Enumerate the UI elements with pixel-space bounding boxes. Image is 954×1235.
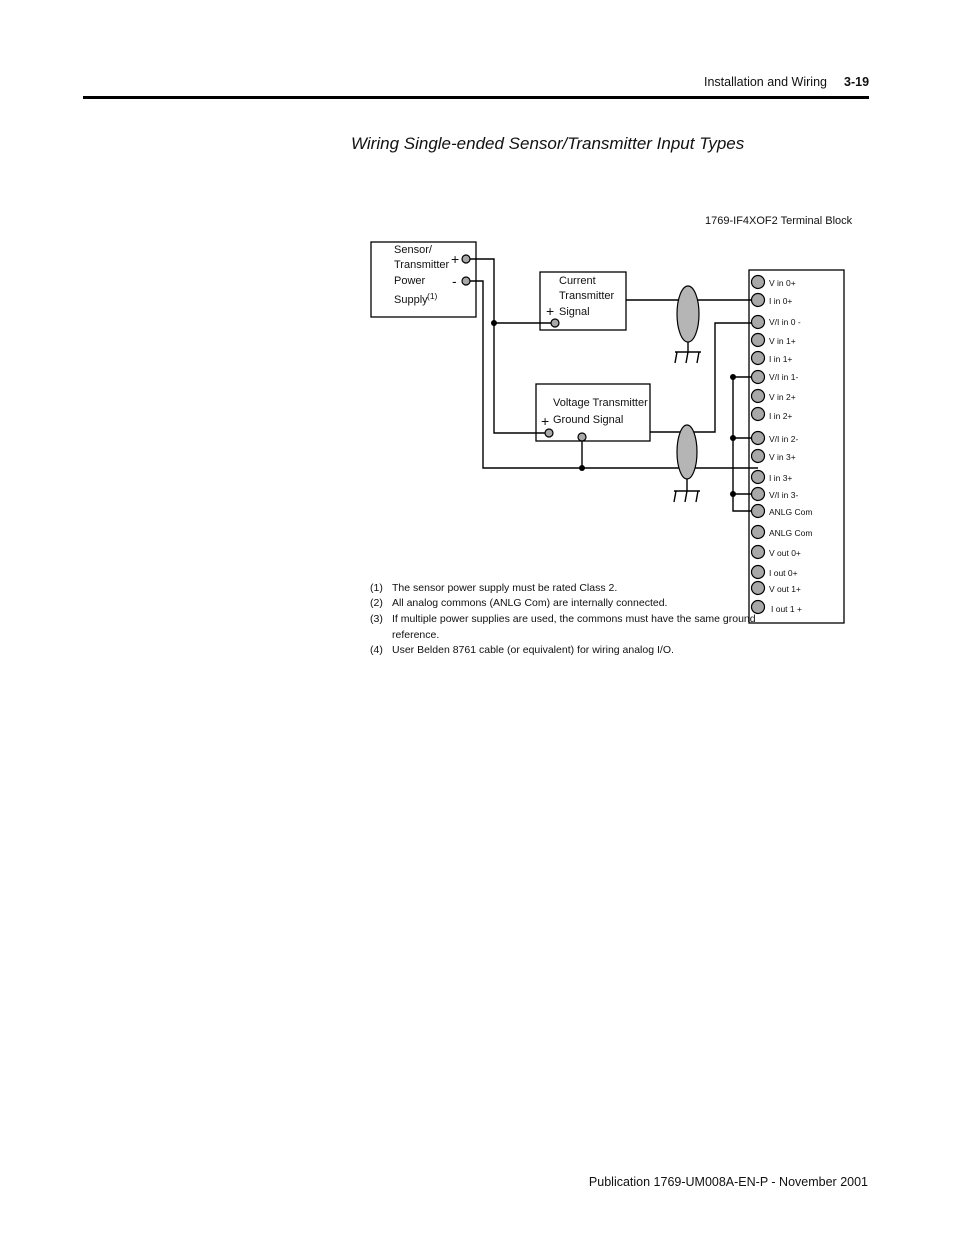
terminal-label: ANLG Com — [769, 507, 812, 517]
terminal-label: I in 2+ — [769, 411, 792, 421]
header-rule — [83, 96, 869, 99]
current-transmitter-box — [539, 271, 627, 331]
terminal-label: V in 2+ — [769, 392, 796, 402]
terminal-screw-icon — [750, 564, 766, 580]
terminal-screw-icon — [750, 292, 766, 308]
terminal-screw-icon — [750, 388, 766, 404]
terminal-block — [748, 269, 845, 624]
power-supply-label-4: Supply — [394, 294, 428, 306]
note-text: User Belden 8761 cable (or equivalent) f… — [392, 644, 674, 656]
note-text: reference. — [392, 629, 439, 641]
terminal-label: V out 0+ — [769, 548, 801, 558]
terminal-screw-icon — [750, 406, 766, 422]
terminal-screw-icon — [750, 448, 766, 464]
junction-dot — [491, 320, 497, 326]
wire-plus-to-voltage — [466, 258, 549, 434]
terminal-screw-icon — [750, 503, 766, 519]
terminal-screws — [750, 274, 766, 615]
current-transmitter-plus: + — [546, 303, 554, 319]
current-transmitter-label-1: Current — [559, 275, 596, 287]
voltage-transmitter-label-2: Ground Signal — [553, 414, 623, 426]
wire-minus-to-com — [466, 280, 758, 469]
note-number: (4) — [370, 644, 383, 656]
junction-dot — [730, 435, 736, 441]
terminal-label: I out 1 + — [771, 604, 802, 614]
terminal-block-label: 1769-IF4XOF2 Terminal Block — [705, 215, 853, 227]
current-signal-terminal-icon — [550, 318, 560, 328]
ground-symbol-lower-icon — [673, 479, 700, 503]
voltage-ground-terminal-icon — [577, 432, 587, 442]
note-text: If multiple power supplies are used, the… — [392, 613, 756, 625]
power-supply-box — [370, 241, 477, 318]
power-supply-minus: - — [452, 273, 457, 289]
terminal-label: V/I in 2- — [769, 434, 798, 444]
current-transmitter-label-3: Signal — [559, 306, 590, 318]
terminal-label: I in 1+ — [769, 354, 792, 364]
terminal-label: ANLG Com — [769, 528, 812, 538]
power-supply-plus: + — [451, 251, 459, 267]
terminal-labels: V in 0+ I in 0+ V/I in 0 - V in 1+ I in … — [769, 278, 812, 614]
wire-com-jumper — [732, 377, 758, 512]
terminal-label: V out 1+ — [769, 584, 801, 594]
junction-dot — [730, 491, 736, 497]
junction-dots — [491, 320, 736, 497]
terminal-label: I in 0+ — [769, 296, 792, 306]
terminal-label: V/I in 1- — [769, 372, 798, 382]
terminal-screw-icon — [750, 469, 766, 485]
terminal-screw-icon — [750, 274, 766, 290]
terminal-screw-icon — [750, 599, 766, 615]
current-transmitter-label-2: Transmitter — [559, 290, 615, 302]
junction-dot — [579, 465, 585, 471]
wires — [466, 258, 758, 512]
terminal-label: I out 0+ — [769, 568, 798, 578]
terminal-screw-icon — [750, 350, 766, 366]
power-supply-label-1: Sensor/ — [394, 244, 433, 256]
voltage-transmitter-label-1: Voltage Transmitter — [553, 397, 648, 409]
power-plus-terminal-icon — [461, 254, 471, 264]
terminal-screw-icon — [750, 486, 766, 502]
note-number: (2) — [370, 597, 383, 609]
power-supply-label-3: Power — [394, 275, 426, 287]
note-text: The sensor power supply must be rated Cl… — [392, 582, 617, 594]
voltage-signal-terminal-icon — [544, 428, 554, 438]
ground-symbol-upper-icon — [674, 342, 701, 364]
terminal-label: V in 1+ — [769, 336, 796, 346]
page-number: 3-19 — [844, 75, 870, 89]
cable-shield-lower — [676, 424, 698, 480]
note-number: (1) — [370, 582, 383, 594]
terminal-label: I in 3+ — [769, 473, 792, 483]
terminal-screw-icon — [750, 524, 766, 540]
junction-dot — [730, 374, 736, 380]
terminal-label: V in 0+ — [769, 278, 796, 288]
header-title: Installation and Wiring — [704, 75, 827, 89]
terminal-screw-icon — [750, 430, 766, 446]
terminal-label: V in 3+ — [769, 452, 796, 462]
terminal-label: V/I in 0 - — [769, 317, 801, 327]
voltage-transmitter-plus: + — [541, 413, 549, 429]
terminal-screw-icon — [750, 580, 766, 596]
note-number: (3) — [370, 613, 383, 625]
terminal-label: V/I in 3- — [769, 490, 798, 500]
terminal-screw-icon — [750, 369, 766, 385]
terminal-screw-icon — [750, 544, 766, 560]
power-supply-footnote-ref: (1) — [427, 291, 438, 301]
voltage-transmitter-box — [535, 383, 651, 442]
power-supply-label-2: Transmitter — [394, 259, 450, 271]
section-title: Wiring Single-ended Sensor/Transmitter I… — [351, 134, 745, 153]
note-text: All analog commons (ANLG Com) are intern… — [392, 597, 667, 609]
page-footer: Publication 1769-UM008A-EN-P - November … — [588, 1175, 868, 1189]
terminal-screw-icon — [750, 332, 766, 348]
power-minus-terminal-icon — [461, 276, 471, 286]
terminal-screw-icon — [750, 314, 766, 330]
cable-shield-upper — [676, 285, 700, 343]
footnotes: (1) The sensor power supply must be rate… — [370, 582, 756, 656]
